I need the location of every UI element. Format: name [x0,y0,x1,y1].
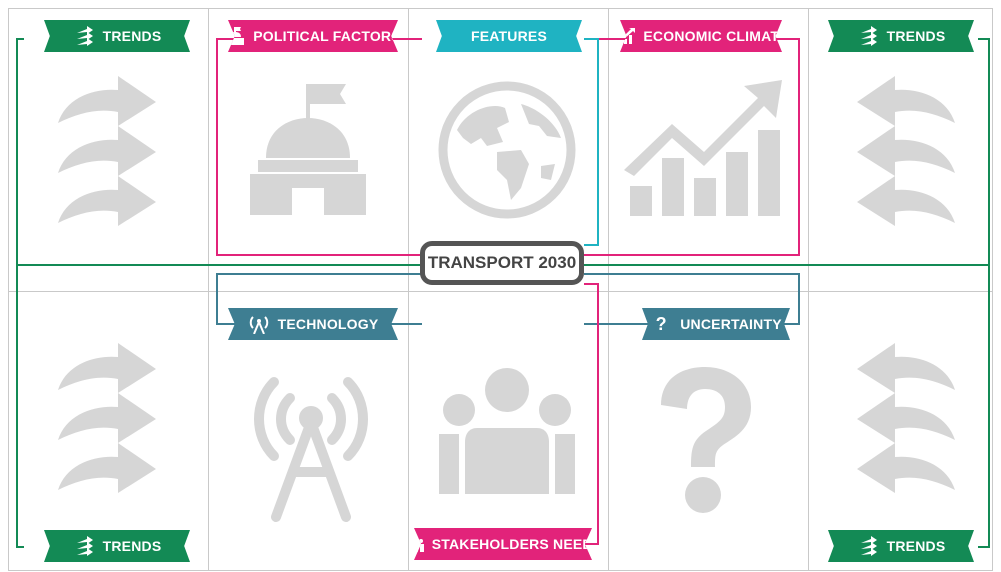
government-building-icon [250,84,366,215]
connector-stakeholders [584,283,599,545]
center-title: TRANSPORT 2030 [427,253,577,272]
grid-outer-top [8,8,993,9]
grid-outer-bottom [8,570,993,571]
question-mark-icon: ? [655,313,667,334]
question-mark-icon [661,367,751,513]
globe-icon [438,81,576,219]
ribbon-label: STAKEHOLDERS NEEDS [431,536,603,552]
connector-trends-right [978,38,990,266]
ribbon-trends-top-right: TRENDS [828,20,974,52]
trend-arrows-icon [58,76,156,226]
ribbon-trends-bottom-left: TRENDS [44,530,190,562]
ribbon-label: TRENDS [102,28,162,44]
ribbon-label: TRENDS [886,538,946,554]
connector-features [584,38,599,246]
ribbon-trends-top-left: TRENDS [44,20,190,52]
growth-chart-icon [624,80,782,216]
grid-col-2 [408,8,409,570]
ribbon-label: ECONOMIC CLIMATE [643,28,789,44]
trend-arrows-icon [857,343,955,493]
connector-trends-left [16,38,24,266]
ribbon-technology: TECHNOLOGY [228,308,398,340]
ribbon-features: FEATURES [436,20,582,52]
ribbon-uncertainty: ? UNCERTAINTY [642,308,790,340]
ribbon-stakeholders-needs: STAKEHOLDERS NEEDS [414,528,592,560]
ribbon-label: FEATURES [470,28,547,44]
ribbon-label: TRENDS [102,538,162,554]
ribbon-label: UNCERTAINTY [680,316,782,332]
grid-col-1 [208,8,209,570]
ribbon-label: POLITICAL FACTORS [253,28,401,44]
connector-trends-right-bottom [978,264,990,548]
trend-arrows-icon [857,535,879,557]
radio-tower-icon [248,313,270,335]
ribbon-trends-bottom-right: TRENDS [828,530,974,562]
radio-tower-icon [254,377,368,522]
people-group-icon [414,533,424,555]
trend-arrows-icon [73,25,95,47]
ribbon-economic-climate: ECONOMIC CLIMATE [620,20,782,52]
ribbon-label: TECHNOLOGY [277,316,379,332]
trend-arrows-icon [73,535,95,557]
trend-arrows-icon [58,343,156,493]
trend-arrows-icon [857,76,955,226]
ribbon-political-factors: POLITICAL FACTORS [228,20,398,52]
trend-arrows-icon [857,25,879,47]
grid-outer-right [992,8,993,570]
grid-col-4 [808,8,809,570]
connector-trends-left-bottom [16,264,24,548]
ribbon-label: TRENDS [886,28,946,44]
center-topic-box: TRANSPORT 2030 [420,241,584,285]
grid-row-mid [8,291,993,292]
people-group-icon [439,368,575,494]
grid-col-3 [608,8,609,570]
grid-outer-left [8,8,9,570]
